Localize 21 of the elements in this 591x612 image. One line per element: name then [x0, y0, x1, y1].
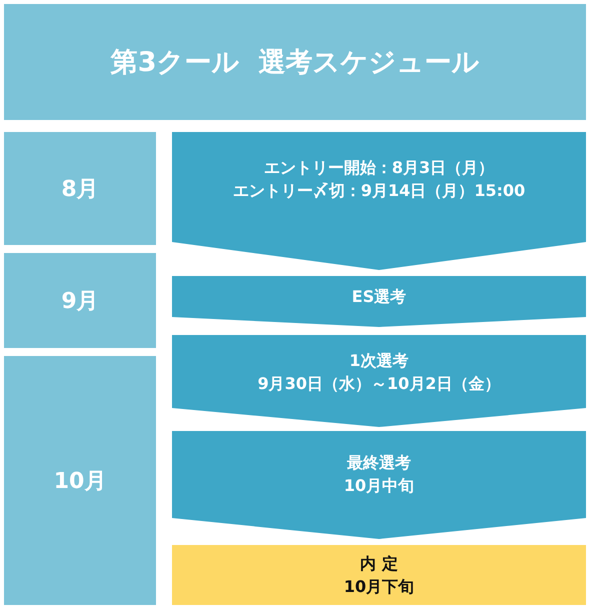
step-text: 10月中旬 — [344, 475, 414, 497]
step-text: エントリー開始：8月3日（月） — [264, 157, 494, 179]
month-label: 10月 — [54, 468, 106, 496]
month-label: 8月 — [61, 176, 99, 204]
result-box — [172, 545, 586, 605]
month-band — [4, 132, 156, 245]
title: 第3クール 選考スケジュール — [110, 46, 480, 80]
step-text: 1次選考 — [349, 350, 409, 372]
step-text: 10月下旬 — [344, 576, 414, 598]
chevron-step — [172, 276, 586, 327]
chevron-step — [172, 431, 586, 539]
step-text: 内 定 — [360, 553, 398, 575]
step-text: エントリー〆切：9月14日（月）15:00 — [232, 180, 526, 202]
step-text: 9月30日（水）～10月2日（金） — [258, 373, 500, 395]
step-text: ES選考 — [352, 286, 406, 308]
month-band — [4, 356, 156, 605]
chevron-step — [172, 132, 586, 270]
chevron-step — [172, 335, 586, 427]
month-label: 9月 — [61, 288, 99, 316]
step-text: 最終選考 — [347, 452, 411, 474]
month-band — [4, 253, 156, 348]
